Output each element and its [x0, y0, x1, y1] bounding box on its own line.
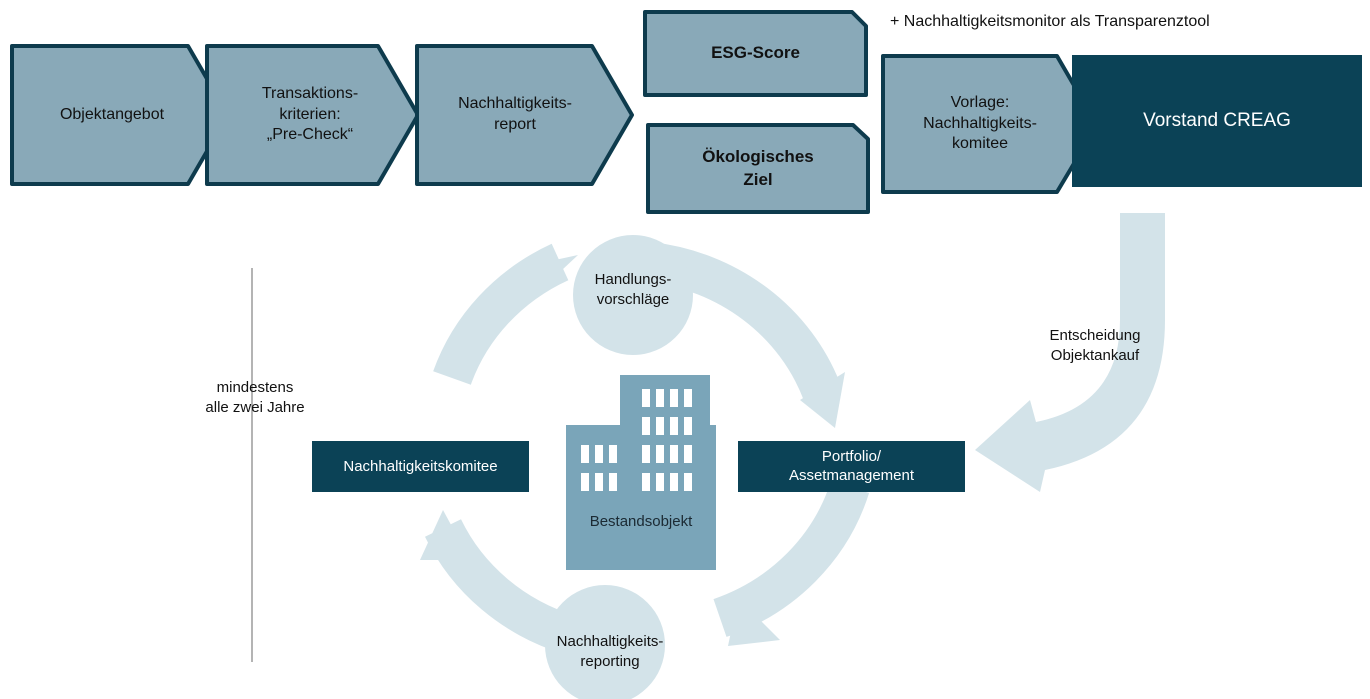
- eco-goal-line2: Ziel: [743, 169, 773, 189]
- eco-goal-line1: Ökologisches: [702, 147, 814, 167]
- process-chevrons: [10, 10, 1099, 214]
- cycle-arc-bottom-right: [713, 480, 870, 637]
- portfolio-box: [738, 441, 965, 492]
- cycle-ring: [420, 235, 870, 699]
- chevron-transaktionskriterien: [205, 44, 420, 186]
- board-box: [1072, 55, 1362, 187]
- cycle-bottom-line2: reporting: [580, 652, 640, 670]
- step-objektangebot-text: Objektangebot: [59, 105, 165, 123]
- frequency-label: mindestens alle zwei Jahre: [170, 378, 340, 417]
- cycle-arrowhead-bottom-right: [728, 598, 780, 646]
- building-icon: [566, 375, 716, 570]
- cycle-arrowhead-bottom-left: [420, 510, 470, 560]
- step-report-line1: Nachhaltigkeits-: [458, 95, 572, 113]
- cycle-node-top: [573, 235, 693, 355]
- portfolio-line2: Assetmanagement: [788, 466, 915, 484]
- vorlage-line1: Vorlage:: [950, 93, 1010, 111]
- esg-score-text: ESG-Score: [711, 43, 800, 63]
- vorlage-line2: Nachhaltigkeits-: [923, 114, 1037, 132]
- cycle-top-line2: vorschläge: [596, 290, 670, 308]
- tag-esg-score: [643, 10, 868, 97]
- step-transaktion-line3: „Pre-Check“: [266, 126, 354, 144]
- vorlage-line3: komitee: [951, 135, 1009, 153]
- cycle-top-line1: Handlungs-: [594, 271, 672, 288]
- komitee-text: Nachhaltigkeitskomitee: [343, 457, 498, 475]
- portfolio-label: Portfolio/ Assetmanagement: [738, 441, 965, 492]
- frequency-line2: alle zwei Jahre: [205, 398, 305, 416]
- portfolio-line1: Portfolio/: [821, 447, 882, 465]
- step-report-line2: report: [494, 116, 536, 133]
- decision-label: Entscheidung Objektankauf: [1030, 326, 1160, 365]
- vorlage-label: Vorlage: Nachhaltigkeits- komitee: [885, 56, 1075, 192]
- decision-arrow: [975, 213, 1165, 492]
- decision-line1: Entscheidung: [1049, 327, 1141, 344]
- building-label: Bestandsobjekt: [566, 512, 716, 532]
- cycle-bottom-line1: Nachhaltigkeits-: [556, 633, 664, 650]
- board-text: Vorstand CREAG: [1143, 109, 1291, 131]
- board-label: Vorstand CREAG: [1072, 55, 1362, 187]
- monitor-note-text: + Nachhaltigkeitsmonitor als Transparenz…: [890, 13, 1210, 30]
- chevron-nachhaltigkeitsreport: [415, 44, 634, 186]
- cycle-top-label: Handlungs- vorschläge: [573, 270, 693, 309]
- step-transaktion-line2: kriterien:: [279, 105, 341, 123]
- monitor-note: + Nachhaltigkeitsmonitor als Transparenz…: [890, 12, 1360, 33]
- cycle-arc-bottom-left: [424, 518, 577, 655]
- frequency-line1: mindestens: [216, 379, 294, 396]
- step-objektangebot-label: Objektangebot: [12, 46, 212, 184]
- esg-score-label: ESG-Score: [645, 12, 866, 95]
- cycle-arrowhead-top-left: [518, 255, 578, 300]
- eco-goal-label: Ökologisches Ziel: [648, 125, 868, 212]
- decision-line2: Objektankauf: [1050, 346, 1140, 364]
- step-report-label: Nachhaltigkeits- report: [420, 46, 610, 184]
- cycle-arrowhead-top-right: [800, 372, 845, 428]
- cycle-node-bottom: [545, 585, 665, 699]
- cycle-bottom-label: Nachhaltigkeits- reporting: [545, 632, 675, 671]
- komitee-label: Nachhaltigkeitskomitee: [312, 441, 529, 492]
- building-text: Bestandsobjekt: [589, 513, 693, 530]
- step-transaktion-label: Transaktions- kriterien: „Pre-Check“: [215, 46, 405, 184]
- komitee-box: [312, 441, 529, 492]
- tag-oekologisches-ziel: [646, 123, 870, 214]
- step-transaktion-line1: Transaktions-: [261, 84, 359, 102]
